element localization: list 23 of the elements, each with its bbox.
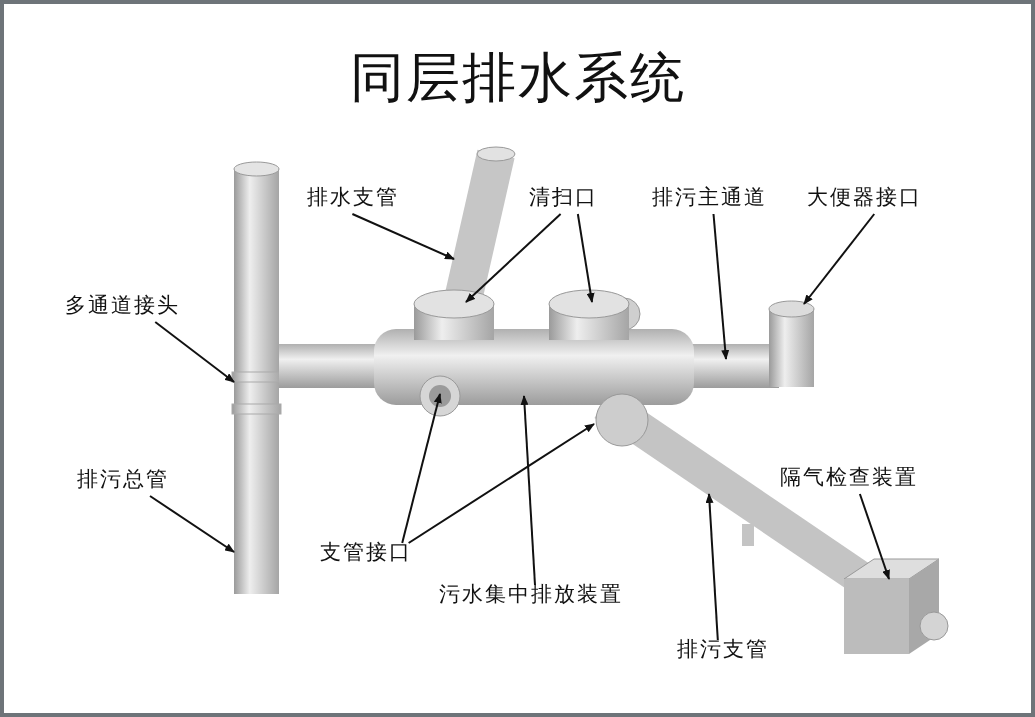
part-label: 大便器接口 — [807, 184, 922, 210]
leader-arrow — [803, 213, 876, 305]
part-label: 多通道接头 — [65, 292, 180, 318]
part-label: 排污主通道 — [652, 184, 767, 210]
part-label: 排污总管 — [77, 466, 169, 492]
part-label: 污水集中排放装置 — [439, 581, 623, 607]
part-label: 支管接口 — [320, 539, 412, 565]
leader-arrow — [351, 213, 455, 260]
leader-arrow — [154, 321, 235, 383]
leader-arrow — [858, 493, 890, 580]
leader-arrow — [149, 495, 235, 553]
part-label: 清扫口 — [529, 184, 598, 210]
diagram-title: 同层排水系统 — [348, 45, 687, 111]
leader-arrow — [407, 423, 595, 544]
leader-arrow — [705, 493, 719, 641]
part-label: 隔气检查装置 — [780, 464, 918, 490]
leader-arrow — [465, 213, 562, 303]
leader-arrow — [576, 213, 595, 303]
part-label: 排水支管 — [307, 184, 399, 210]
leader-arrow — [401, 393, 442, 544]
part-label: 排污支管 — [677, 636, 769, 662]
leader-arrow — [520, 395, 536, 586]
leader-arrow — [712, 213, 730, 360]
